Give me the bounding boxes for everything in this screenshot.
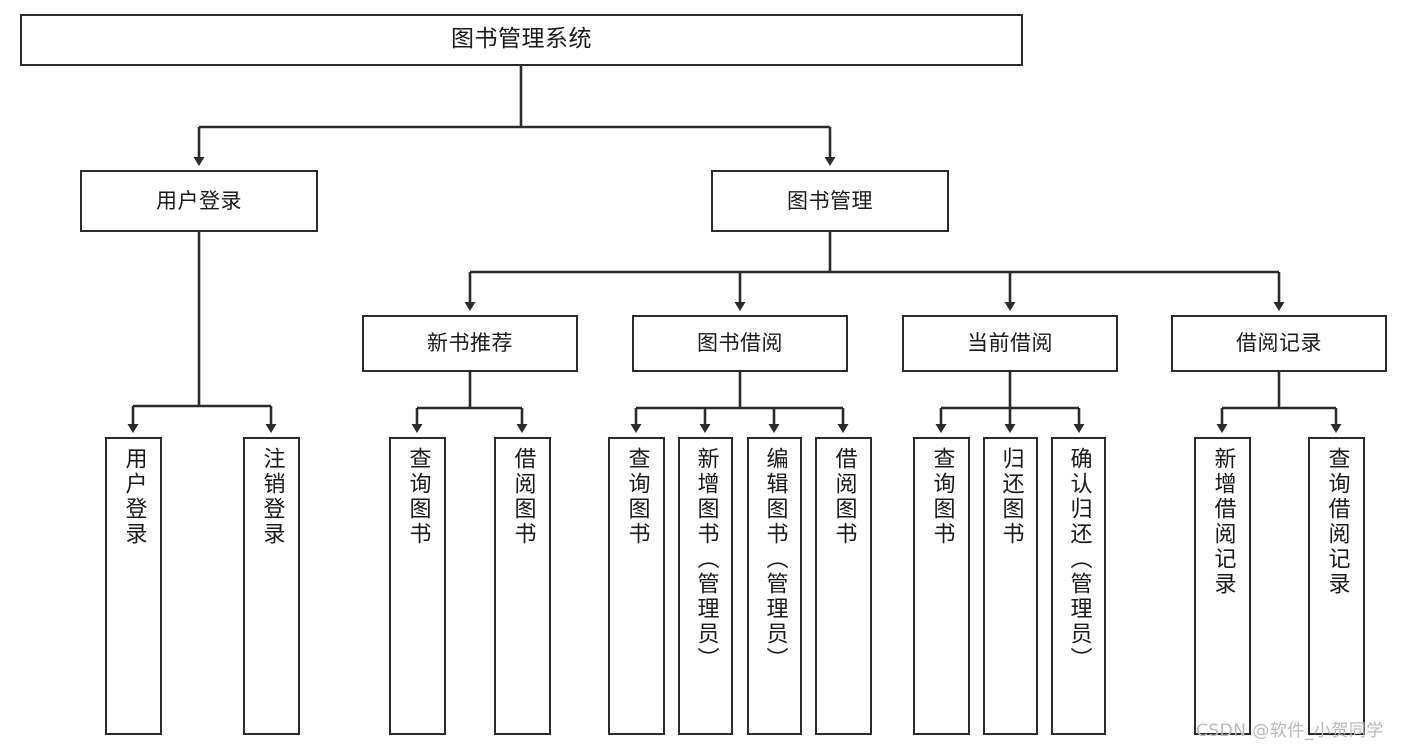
node-leaf-query-book-3[interactable]: 查询图书 <box>913 437 970 735</box>
node-label: 查询图书 <box>929 447 955 547</box>
node-label: 编辑图书（管理员） <box>762 447 788 672</box>
node-label: 查询借阅记录 <box>1324 447 1350 597</box>
node-label: 新增借阅记录 <box>1210 447 1236 597</box>
node-book-borrow[interactable]: 图书借阅 <box>632 315 848 372</box>
node-label: 新增图书（管理员） <box>693 447 719 672</box>
node-leaf-user-login[interactable]: 用户登录 <box>105 437 162 735</box>
node-label: 图书管理 <box>787 188 873 213</box>
node-user-login[interactable]: 用户登录 <box>80 170 318 232</box>
node-label: 图书管理系统 <box>451 26 592 53</box>
node-label: 用户登录 <box>121 447 147 547</box>
node-leaf-query-book-1[interactable]: 查询图书 <box>389 437 446 735</box>
node-label: 借阅图书 <box>510 447 536 547</box>
node-label: 归还图书 <box>998 447 1024 547</box>
csdn-watermark: CSDN @软件_小贺同学 <box>1196 721 1384 741</box>
node-new-book-recommend[interactable]: 新书推荐 <box>362 315 578 372</box>
node-leaf-query-record[interactable]: 查询借阅记录 <box>1308 437 1365 735</box>
node-label: 用户登录 <box>156 188 242 213</box>
node-leaf-borrow-book-2[interactable]: 借阅图书 <box>815 437 872 735</box>
node-current-borrow[interactable]: 当前借阅 <box>902 315 1118 372</box>
node-leaf-return-book[interactable]: 归还图书 <box>983 437 1038 735</box>
node-label: 注销登录 <box>259 447 285 547</box>
node-leaf-add-book[interactable]: 新增图书（管理员） <box>678 437 733 735</box>
node-label: 图书借阅 <box>697 331 783 356</box>
node-borrow-record[interactable]: 借阅记录 <box>1171 315 1387 372</box>
node-leaf-confirm-return[interactable]: 确认归还（管理员） <box>1051 437 1106 735</box>
node-label: 新书推荐 <box>427 331 513 356</box>
node-leaf-add-record[interactable]: 新增借阅记录 <box>1194 437 1251 735</box>
node-label: 查询图书 <box>405 447 431 547</box>
node-label: 借阅记录 <box>1236 331 1322 356</box>
node-leaf-query-book-2[interactable]: 查询图书 <box>608 437 665 735</box>
node-label: 查询图书 <box>624 447 650 547</box>
node-leaf-logout[interactable]: 注销登录 <box>243 437 300 735</box>
node-label: 当前借阅 <box>967 331 1053 356</box>
node-label: 借阅图书 <box>831 447 857 547</box>
node-label: 确认归还（管理员） <box>1066 447 1092 672</box>
node-leaf-borrow-book-1[interactable]: 借阅图书 <box>494 437 551 735</box>
node-root-book-management-system[interactable]: 图书管理系统 <box>20 14 1023 66</box>
node-book-manage[interactable]: 图书管理 <box>711 170 949 232</box>
node-leaf-edit-book[interactable]: 编辑图书（管理员） <box>747 437 802 735</box>
